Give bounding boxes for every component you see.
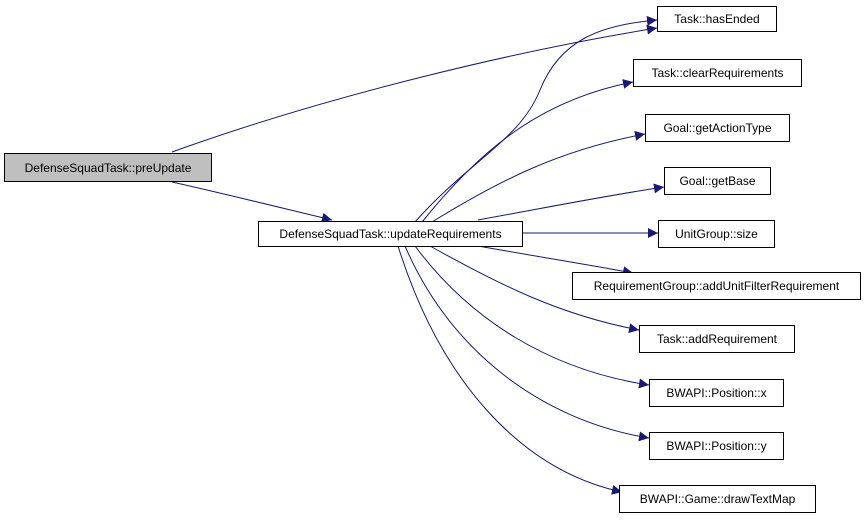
node-bwapi-game-drawtextmap-label: BWAPI::Game::drawTextMap bbox=[639, 492, 796, 506]
edge-preupdate-updaterequirements bbox=[171, 181, 333, 223]
edge-updaterequirements-addunitfilterrequirement bbox=[477, 245, 634, 277]
node-bwapi-position-x-label: BWAPI::Position::x bbox=[666, 386, 767, 400]
node-task-addrequirement-label: Task::addRequirement bbox=[656, 332, 778, 346]
edge-preupdate-hasended bbox=[171, 24, 658, 153]
node-requirementgroup-addunitfilterrequirement-label: RequirementGroup::addUnitFilterRequireme… bbox=[593, 279, 840, 293]
node-requirementgroup-addunitfilterrequirement[interactable]: RequirementGroup::addUnitFilterRequireme… bbox=[572, 272, 861, 300]
edge-updaterequirements-hasended bbox=[414, 15, 658, 223]
node-goal-getbase[interactable]: Goal::getBase bbox=[664, 167, 771, 195]
node-task-hasended[interactable]: Task::hasEnded bbox=[657, 6, 777, 32]
edge-updaterequirements-addrequirement bbox=[429, 245, 640, 334]
edge-updaterequirements-positionx bbox=[414, 245, 650, 389]
node-task-clearrequirements-label: Task::clearRequirements bbox=[651, 66, 784, 80]
edge-updaterequirements-clearrequirements bbox=[421, 78, 634, 223]
edge-updaterequirements-getbase bbox=[477, 183, 665, 221]
edge-updaterequirements-positiony bbox=[404, 245, 650, 442]
node-goal-getactiontype-label: Goal::getActionType bbox=[663, 121, 772, 135]
node-unitgroup-size[interactable]: UnitGroup::size bbox=[658, 220, 775, 248]
node-goal-getactiontype[interactable]: Goal::getActionType bbox=[645, 114, 790, 142]
node-bwapi-position-y[interactable]: BWAPI::Position::y bbox=[649, 432, 784, 460]
edge-updaterequirements-getactiontype bbox=[431, 130, 646, 223]
edge-updaterequirements-drawtextmap bbox=[397, 245, 623, 495]
node-unitgroup-size-label: UnitGroup::size bbox=[675, 227, 758, 241]
node-bwapi-game-drawtextmap[interactable]: BWAPI::Game::drawTextMap bbox=[619, 485, 816, 513]
node-task-hasended-label: Task::hasEnded bbox=[674, 12, 760, 26]
node-bwapi-position-y-label: BWAPI::Position::y bbox=[666, 439, 767, 453]
node-goal-getbase-label: Goal::getBase bbox=[679, 174, 756, 188]
node-task-clearrequirements[interactable]: Task::clearRequirements bbox=[633, 59, 802, 87]
node-bwapi-position-x[interactable]: BWAPI::Position::x bbox=[649, 379, 784, 407]
node-updaterequirements[interactable]: DefenseSquadTask::updateRequirements bbox=[258, 221, 523, 247]
node-updaterequirements-label: DefenseSquadTask::updateRequirements bbox=[279, 227, 502, 241]
node-task-addrequirement[interactable]: Task::addRequirement bbox=[639, 325, 795, 353]
node-preupdate-label: DefenseSquadTask::preUpdate bbox=[24, 160, 192, 175]
node-preupdate[interactable]: DefenseSquadTask::preUpdate bbox=[4, 153, 212, 182]
